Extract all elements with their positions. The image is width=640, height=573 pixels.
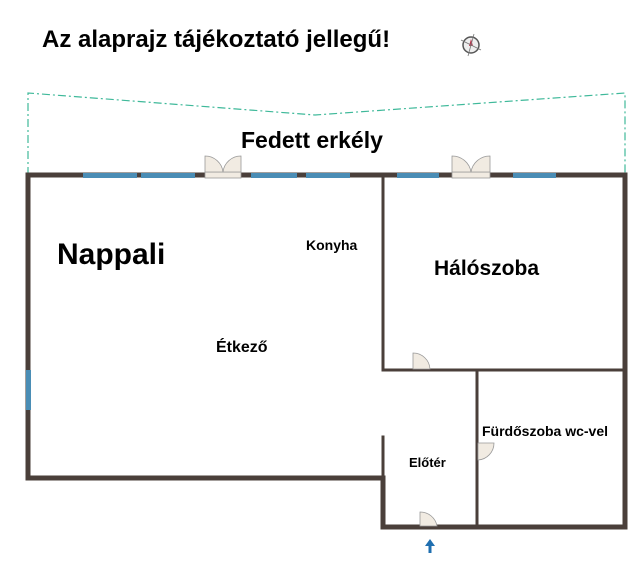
page-title: Az alaprajz tájékoztató jellegű! [42,26,391,53]
room-label-bedroom: Hálószoba [434,257,540,280]
room-label-living: Nappali [57,238,166,271]
balcony-doors [204,155,491,179]
compass-icon [460,33,482,57]
room-label-dining: Étkező [216,339,268,356]
walls [25,172,628,530]
balcony-outline [27,92,626,175]
room-label-bathroom: Fürdőszoba wc-vel [482,423,609,439]
interior-doors [412,352,495,527]
room-label-hall: Előtér [409,455,446,470]
entrance-arrow-icon [425,539,435,553]
windows [26,173,556,410]
room-label-balcony: Fedett erkély [241,127,383,153]
room-label-kitchen: Konyha [306,237,358,253]
